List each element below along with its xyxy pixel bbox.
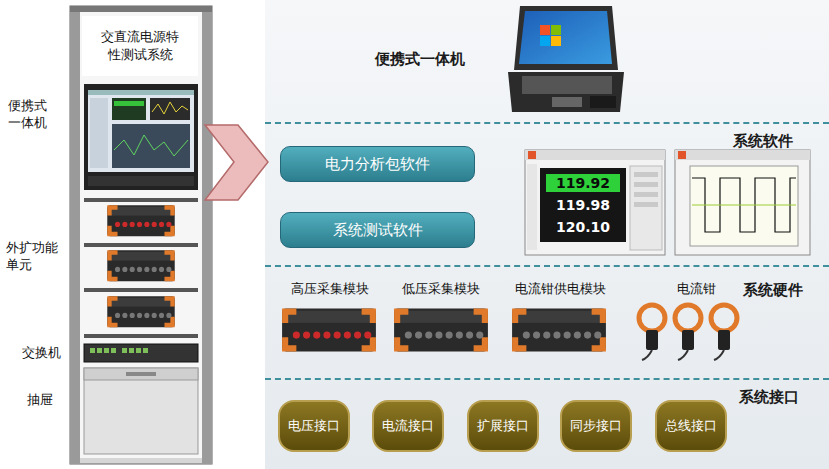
- section-heading: 系统硬件: [743, 281, 803, 300]
- interface-box: 扩展接口: [467, 400, 539, 452]
- reading-value: 119.92: [546, 174, 620, 192]
- module-label: 低压采集模块: [402, 280, 480, 298]
- reading-value: 120.10: [546, 218, 620, 236]
- box-label: 电力分析包软件: [325, 155, 430, 174]
- section-band: 便携式一体机: [265, 0, 829, 122]
- interface-box: 电压接口: [278, 400, 350, 452]
- module-label: 电流钳: [677, 280, 716, 298]
- rack-part-label: 交换机: [22, 344, 61, 362]
- section-heading: 系统软件: [733, 132, 793, 151]
- section-heading: 系统接口: [739, 388, 799, 407]
- interface-box: 同步接口: [560, 400, 632, 452]
- rack-part-label: 抽屉: [27, 391, 53, 409]
- system-title-box: 交直流电源特性测试系统: [82, 16, 198, 76]
- interface-box: 电流接口: [372, 400, 444, 452]
- interface-box: 总线接口: [655, 400, 727, 452]
- section-band: 系统软件电力分析包软件系统测试软件: [265, 122, 829, 265]
- module-label: 电流钳供电模块: [515, 280, 606, 298]
- box-label: 电流接口: [382, 417, 434, 435]
- box-label: 总线接口: [665, 417, 717, 435]
- rack-part-label: 便携式一体机: [8, 98, 50, 132]
- box-label: 交直流电源特性测试系统: [100, 28, 180, 63]
- software-box: 系统测试软件: [280, 212, 475, 248]
- box-label: 电压接口: [288, 417, 340, 435]
- section-heading: 便携式一体机: [375, 50, 465, 69]
- section-band: 系统接口电压接口 电流接口 扩展接口 同步接口 总线接口: [265, 378, 829, 469]
- box-label: 同步接口: [570, 417, 622, 435]
- rack-part-label: 外扩功能单元: [6, 240, 62, 274]
- module-label: 高压采集模块: [291, 280, 369, 298]
- box-label: 系统测试软件: [333, 221, 423, 240]
- box-label: 扩展接口: [477, 417, 529, 435]
- reading-value: 119.98: [546, 196, 620, 214]
- software-box: 电力分析包软件: [280, 146, 475, 182]
